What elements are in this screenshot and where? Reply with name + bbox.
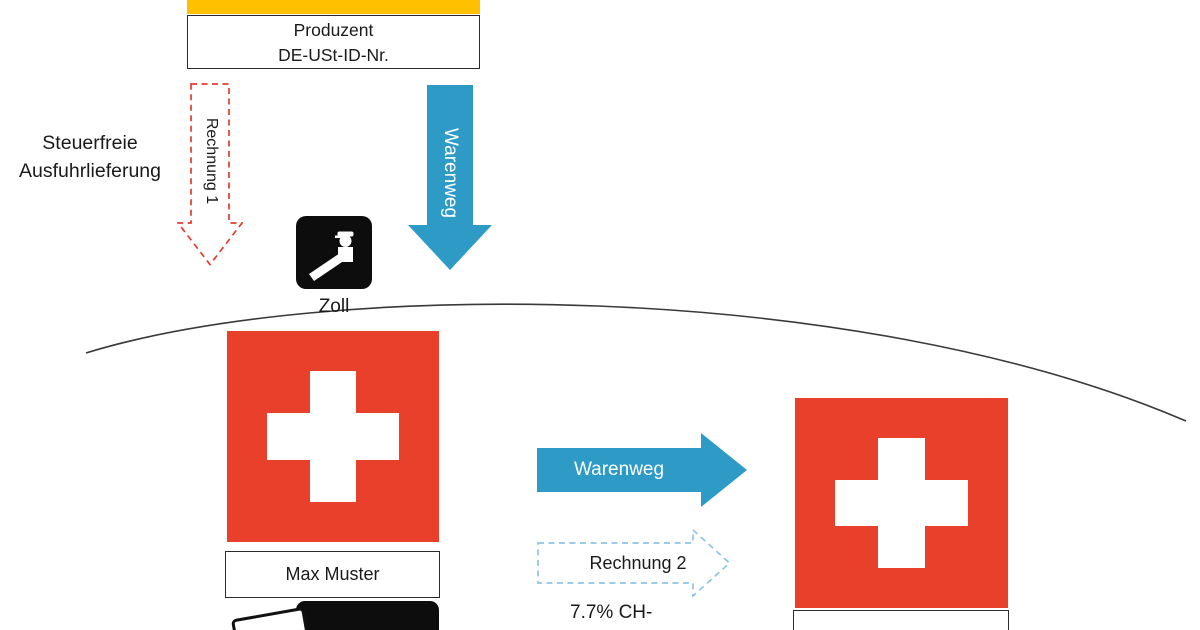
swiss-flag-importer [227,331,439,542]
goods-down-label: Warenweg [440,127,461,219]
tax-free-export-note: Steuerfreie Ausfuhrlieferung [2,129,178,185]
down-arrow-icon [408,85,492,270]
right-arrow-icon [537,433,747,507]
swiss-flag-customer [795,398,1008,608]
tax-free-export-line1: Steuerfreie [42,132,138,154]
buyer-box: Max Muster [225,551,440,598]
customer-box [793,610,1009,630]
goods-right-label: Warenweg [573,459,665,480]
cutoff-laptop-shape [230,606,310,630]
producer-name: Produzent [293,20,374,40]
invoice1-arrow: Rechnung 1 [176,83,244,266]
invoice2-label: Rechnung 2 [589,553,687,573]
cutoff-pictogram-icon [296,601,439,630]
producer-vat-id: DE-USt-ID-Nr. [278,45,389,65]
swiss-cross-horizontal [267,413,399,460]
goods-flow-down-arrow: Warenweg [408,85,492,270]
producer-box: Produzent DE-USt-ID-Nr. [187,15,480,69]
vat-rate-text: 7.7% CH- [570,602,653,623]
dashed-down-arrow-icon [176,83,244,266]
swiss-cross-horizontal [835,479,968,527]
tax-free-export-line2: Ausfuhrlieferung [18,160,161,182]
invoice2-arrow: Rechnung 2 [537,528,731,598]
customs-officer-icon [296,216,372,289]
dashed-right-arrow-icon [537,528,731,598]
customs-icon [296,216,372,289]
customs-label: Zoll [318,296,350,317]
goods-flow-right-arrow: Warenweg [537,433,747,507]
invoice1-label: Rechnung 1 [203,117,220,205]
german-flag-gold-stripe [187,0,480,14]
buyer-name: Max Muster [285,564,380,584]
